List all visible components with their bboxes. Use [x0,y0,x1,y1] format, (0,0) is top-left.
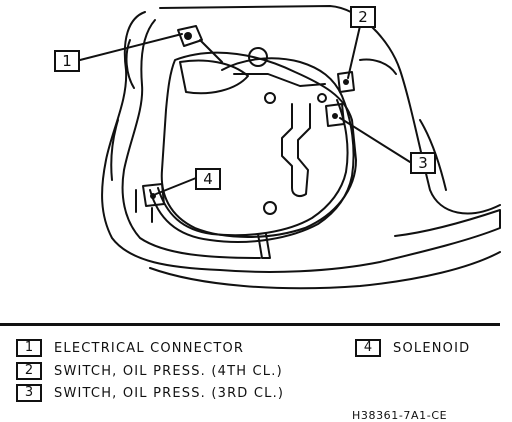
callout-3: 3 [410,152,436,174]
valve-body-upper-cover [179,59,249,95]
legend-item-4: 4 SOLENOID [355,338,470,358]
wiring-harness-lead [233,73,326,87]
electrical-connector-dot [184,32,192,40]
callout-2: 2 [350,6,376,28]
divider-line [0,323,500,326]
figure-code: H38361-7A1-CE [352,409,448,422]
legend-number-1: 1 [16,339,42,357]
solenoid-dot [150,193,156,199]
case-texture-1 [110,119,119,181]
case-texture-2 [125,39,135,89]
callout-3-leader [339,117,411,163]
callout-1: 1 [54,50,80,72]
valve-body-boss-2 [264,92,276,104]
legend-label-1: ELECTRICAL CONNECTOR [54,340,245,356]
oil-pressure-switch-4th-body [337,71,355,93]
case-inner-edge [121,19,261,259]
case-outline [101,11,501,273]
legend-label-4: SOLENOID [393,340,471,356]
legend-number-4: 4 [355,339,381,357]
legend-item-1: 1 ELECTRICAL CONNECTOR [16,338,244,358]
valve-body-boss-4 [263,201,277,215]
oil-pressure-switch-3rd-dot [332,113,338,119]
solenoid-bracket [135,189,153,223]
oil-pressure-switch-3rd-body [325,103,345,127]
legend-item-2: 2 SWITCH, OIL PRESS. (4TH CL.) [16,361,283,381]
wiring-harness-inner [157,99,349,237]
callout-4: 4 [195,168,221,190]
case-right-flange [359,58,397,75]
legend-label-3: SWITCH, OIL PRESS. (3RD CL.) [54,385,285,401]
valve-body-boss-3 [317,93,327,103]
callout-2-leader [347,25,361,79]
legend-number-3: 3 [16,384,42,402]
lower-fitting [257,233,271,259]
oil-pressure-switch-4th-dot [343,79,349,85]
legend-number-2: 2 [16,362,42,380]
valve-body-boss-1 [248,47,268,67]
electrical-connector-body [177,25,203,47]
solenoid-body [142,183,165,207]
valve-body-channel [281,103,311,197]
callout-1-leader [79,33,183,61]
wiring-harness-main [149,57,355,243]
valve-body-outline [160,51,357,238]
electrical-connector-lead [199,39,223,63]
callout-4-leader [155,177,197,195]
legend-label-2: SWITCH, OIL PRESS. (4TH CL.) [54,363,283,379]
legend-item-3: 3 SWITCH, OIL PRESS. (3RD CL.) [16,383,284,403]
case-lower-lip [149,251,501,290]
